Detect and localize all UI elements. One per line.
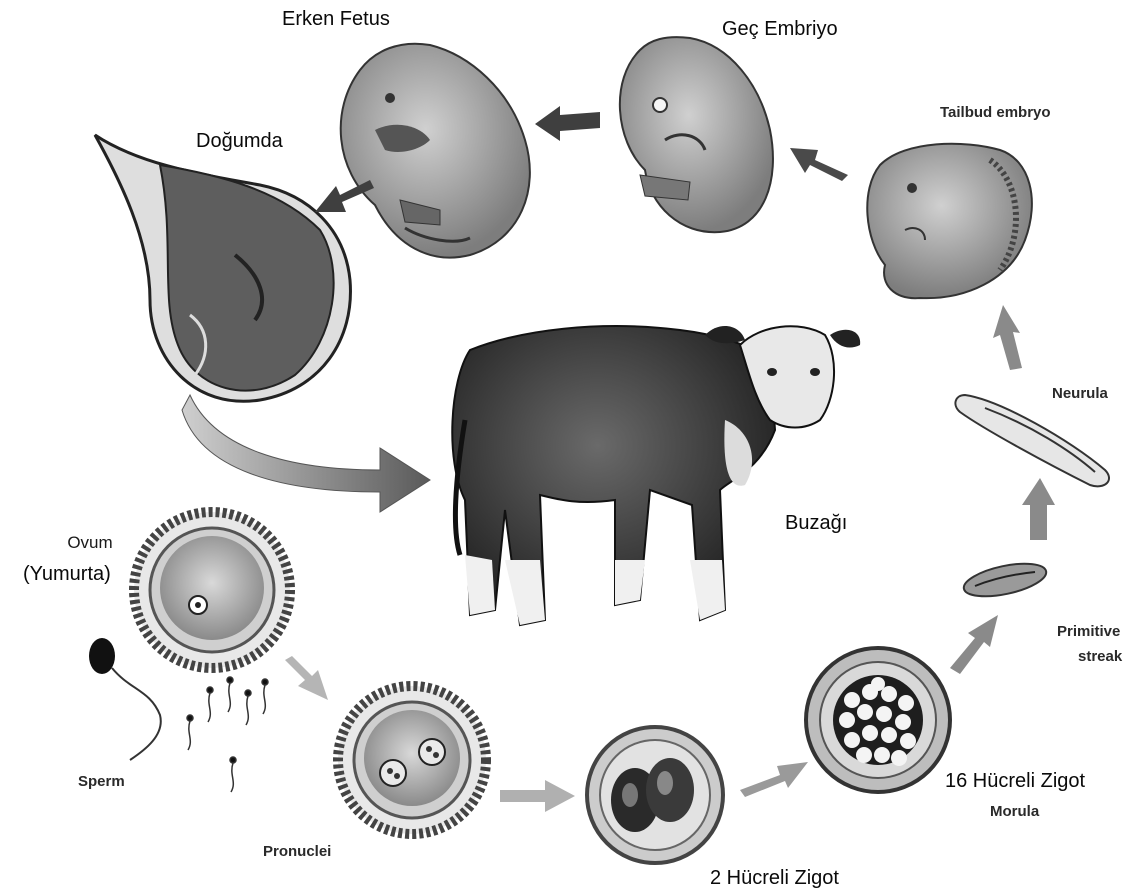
label-2-hucreli-zigot: 2 Hücreli Zigot <box>710 867 839 890</box>
two-cell-zygote-illustration <box>587 727 723 863</box>
label-streak: streak <box>1078 648 1122 665</box>
label-tailbud-embryo: Tailbud embryo <box>940 104 1051 121</box>
label-gec-embriyo: Geç Embriyo <box>722 18 838 41</box>
label-buzagi: Buzağı <box>785 512 847 535</box>
ovum-illustration <box>134 512 290 668</box>
label-erken-fetus: Erken Fetus <box>282 8 390 31</box>
birth-illustration <box>95 135 350 401</box>
early-fetus-illustration <box>341 44 530 258</box>
label-morula: Morula <box>990 803 1039 820</box>
label-dogumda: Doğumda <box>196 130 283 153</box>
label-pronuclei: Pronuclei <box>263 843 331 860</box>
label-sperm: Sperm <box>78 773 125 790</box>
label-yumurta: (Yumurta) <box>23 563 111 586</box>
pronuclei-illustration <box>338 686 486 834</box>
label-ovum: Ovum <box>40 533 140 553</box>
primitive-streak-illustration <box>961 558 1049 603</box>
tailbud-embryo-illustration <box>867 144 1032 298</box>
calf-illustration <box>452 326 860 625</box>
label-primitive: Primitive <box>1057 623 1120 640</box>
label-neurula: Neurula <box>1052 385 1108 402</box>
neurula-illustration <box>955 395 1109 486</box>
label-16-hucreli-zigot: 16 Hücreli Zigot <box>945 770 1085 793</box>
morula-illustration <box>806 648 950 792</box>
late-embryo-illustration <box>620 37 773 232</box>
